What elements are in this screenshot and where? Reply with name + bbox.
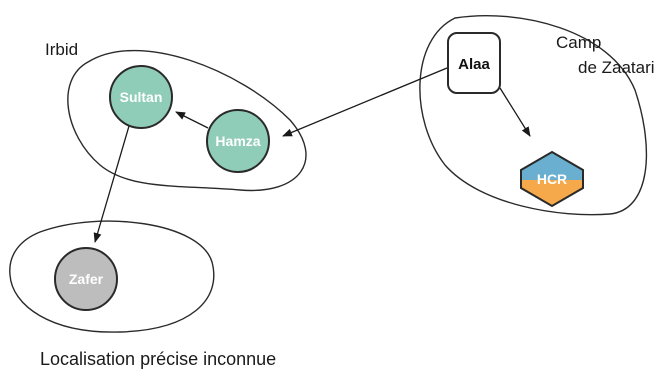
- irbid-label: Irbid: [45, 40, 78, 59]
- node-zafer-label: Zafer: [69, 271, 104, 287]
- camp-label-line2: de Zaatari: [578, 58, 655, 77]
- node-alaa-label: Alaa: [458, 56, 490, 73]
- camp-label-line1: Camp: [556, 33, 601, 52]
- node-sultan-label: Sultan: [120, 89, 163, 105]
- unknown-location-region: [9, 220, 215, 333]
- node-hcr-label: HCR: [537, 171, 567, 187]
- unknown-location-caption: Localisation précise inconnue: [40, 349, 276, 369]
- edge-sultan-to-zafer: [93, 125, 130, 243]
- node-alaa: Alaa: [447, 32, 501, 94]
- node-hamza-label: Hamza: [215, 133, 260, 149]
- node-sultan: Sultan: [109, 65, 173, 129]
- node-hcr: HCR: [520, 150, 584, 208]
- irbid-region: [67, 49, 307, 192]
- edge-alaa-to-hcr: [499, 87, 531, 137]
- node-zafer: Zafer: [54, 247, 118, 311]
- zaatari-camp-region: [419, 15, 648, 216]
- edge-hamza-to-sultan: [175, 111, 209, 129]
- edge-alaa-to-hamza: [282, 67, 448, 137]
- node-hamza: Hamza: [206, 109, 270, 173]
